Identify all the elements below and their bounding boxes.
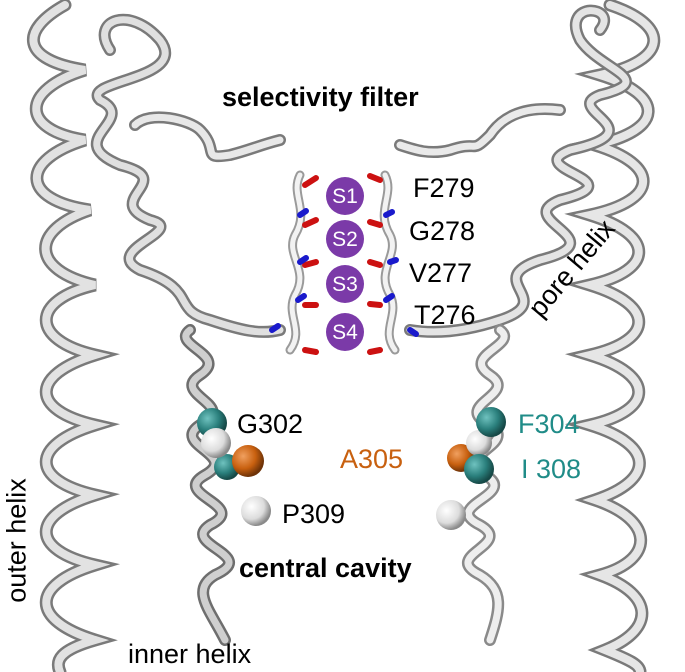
outer-helix-label: outer helix xyxy=(1,478,32,603)
outer-helix-left xyxy=(26,0,120,672)
residue-label-i308: I 308 xyxy=(521,454,582,484)
cavity-residue-spheres xyxy=(197,407,506,530)
residue-label-g302: G302 xyxy=(237,409,304,439)
residue-label-f279: F279 xyxy=(413,173,475,203)
selectivity-filter-title: selectivity filter xyxy=(222,82,419,112)
binding-site-s1: S1 xyxy=(326,177,364,215)
p309-sphere xyxy=(241,496,271,526)
pore-helix-right xyxy=(394,4,632,338)
white-sphere-lower-right xyxy=(436,500,466,530)
white-sphere-right xyxy=(466,430,492,456)
binding-site-s2: S2 xyxy=(326,220,364,258)
central-cavity-label: central cavity xyxy=(239,553,412,583)
f304-sphere xyxy=(476,407,506,437)
residue-label-g278: G278 xyxy=(409,216,476,246)
inner-helix-left xyxy=(179,324,235,646)
g302-sphere-white xyxy=(201,428,231,458)
filter-backbone-left xyxy=(285,170,306,355)
residue-label-p309: P309 xyxy=(282,499,346,529)
residue-label-a305: A305 xyxy=(340,444,404,474)
inner-helix-label: inner helix xyxy=(128,639,252,669)
inner-helix-right xyxy=(462,324,511,646)
residue-label-v277: V277 xyxy=(409,258,473,288)
a305-sphere-left xyxy=(232,445,264,477)
pore-helix-left xyxy=(90,13,286,338)
filter-atoms xyxy=(269,173,419,355)
binding-site-s3: S3 xyxy=(326,265,364,303)
residue-label-t276: T276 xyxy=(414,300,476,330)
residue-label-f304: F304 xyxy=(518,409,580,439)
i308-sphere xyxy=(464,454,494,484)
outer-helix-right xyxy=(564,0,661,672)
binding-site-s4: S4 xyxy=(326,313,364,351)
